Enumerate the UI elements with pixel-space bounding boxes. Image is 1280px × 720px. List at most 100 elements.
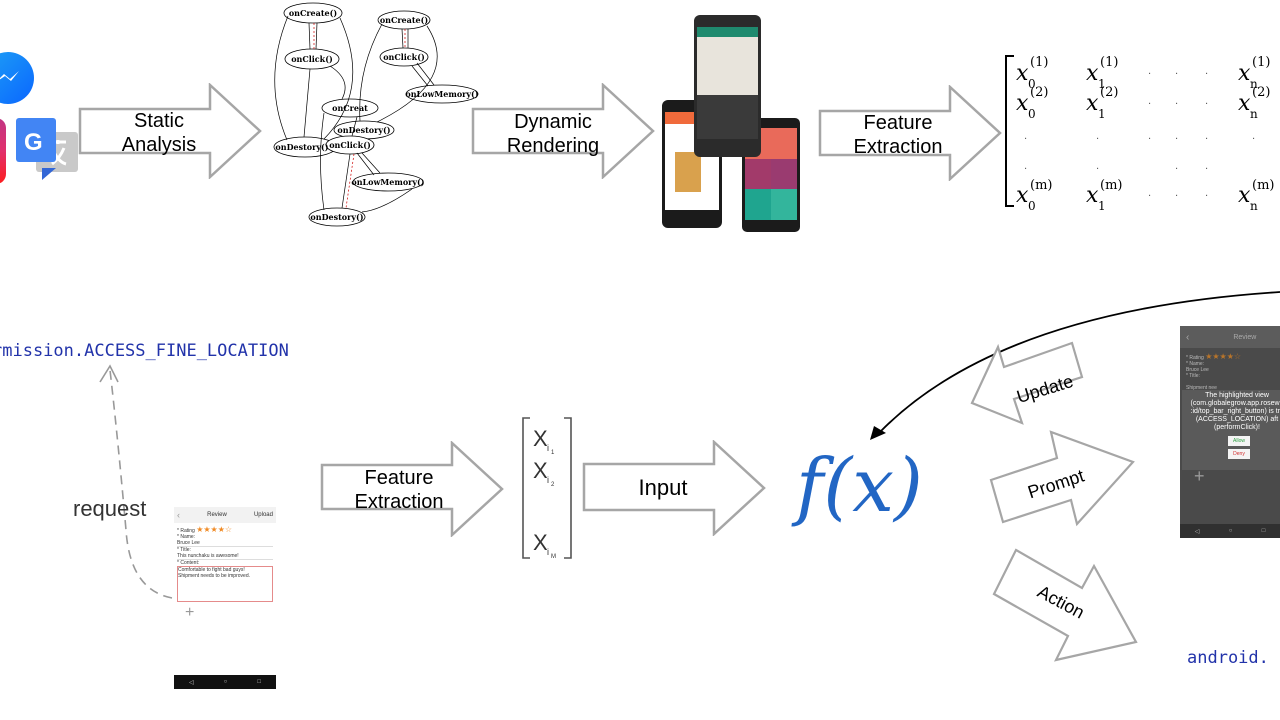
graph-node: onCreate(): [380, 15, 429, 25]
svg-text:x: x: [1086, 61, 1099, 86]
svg-text:·: ·: [1205, 191, 1208, 202]
phone-center: [694, 15, 761, 157]
nav-back-icon[interactable]: ◁: [189, 679, 194, 686]
graph-node: onClick(): [329, 140, 371, 150]
shipment-label: Shipment nee: [1186, 385, 1217, 391]
prompt-screen-title: Review: [1233, 333, 1257, 341]
svg-text:·: ·: [1024, 134, 1027, 145]
title-field[interactable]: This nunchaku is awesome!: [177, 553, 273, 560]
feedback-curve-arrow: [870, 291, 1280, 440]
allow-button[interactable]: Allow: [1228, 436, 1250, 446]
svg-text:x: x: [1086, 183, 1099, 208]
request-dashed-arrow: [99, 364, 173, 599]
svg-text:·: ·: [1205, 69, 1208, 80]
svg-text:n: n: [1250, 107, 1258, 121]
svg-text:·: ·: [1205, 99, 1208, 110]
vector-entry-m: X: [533, 530, 548, 555]
svg-text:·: ·: [1205, 134, 1208, 145]
svg-text:·: ·: [1175, 99, 1178, 110]
review-title: Review: [207, 512, 227, 518]
nav-recent-icon: □: [1261, 528, 1266, 534]
svg-text:·: ·: [1175, 164, 1178, 175]
title-label: * Title:: [1186, 373, 1200, 379]
name-value: Bruce Lee: [1186, 367, 1209, 373]
function-fx: f(x): [796, 436, 923, 536]
call-graph: onCreate() onClick() onDestory() onCreat…: [273, 2, 479, 227]
svg-text:·: ·: [1175, 191, 1178, 202]
svg-text:1: 1: [1098, 107, 1106, 121]
feature-extraction-label-top: Feature Extraction: [853, 112, 943, 158]
deny-button[interactable]: Deny: [1228, 449, 1250, 459]
svg-text:G: G: [24, 129, 43, 156]
google-translate-icon: G: [16, 118, 78, 180]
title-label: * Title:: [177, 547, 191, 553]
svg-text:i: i: [547, 475, 549, 485]
svg-text:·: ·: [1148, 134, 1151, 145]
add-photo-plus-icon[interactable]: +: [185, 604, 195, 621]
vector-entry-1: X: [533, 426, 548, 451]
name-field[interactable]: Bruce Lee: [177, 540, 273, 547]
rating-stars[interactable]: ★★★★☆: [196, 525, 233, 534]
vector-entry-2: X: [533, 458, 548, 483]
permission-dialog: The highlighted view (com.globalegrow.ap…: [1182, 390, 1280, 470]
svg-text:(2): (2): [1252, 85, 1270, 100]
svg-text:·: ·: [1148, 69, 1151, 80]
back-icon[interactable]: ‹: [177, 510, 180, 520]
svg-text:(1): (1): [1252, 55, 1270, 70]
svg-text:·: ·: [1175, 134, 1178, 145]
add-photo-plus-icon: +: [1194, 466, 1205, 486]
svg-text:0: 0: [1028, 77, 1036, 91]
svg-text:x: x: [1016, 183, 1029, 208]
phone-left: [662, 100, 722, 228]
svg-text:(m): (m): [1252, 178, 1274, 193]
svg-text:x: x: [1016, 91, 1029, 116]
rating-label: * Rating: [177, 528, 195, 534]
input-label: Input: [638, 475, 688, 500]
svg-text:·: ·: [1148, 191, 1151, 202]
feature-extraction-arrow-top: [818, 85, 1002, 181]
feature-extraction-label-bottom: Feature Extraction: [354, 467, 444, 513]
nav-home-icon[interactable]: ○: [223, 679, 228, 685]
svg-text:n: n: [1250, 199, 1258, 213]
nav-home-icon: ○: [1228, 528, 1233, 534]
graph-node: onDestory(): [337, 125, 390, 135]
feature-extraction-arrow-bottom: [320, 441, 504, 537]
svg-text:·: ·: [1205, 164, 1208, 175]
svg-text:0: 0: [1028, 199, 1036, 213]
svg-text:n: n: [1250, 77, 1258, 91]
upload-button[interactable]: Upload: [253, 512, 273, 518]
svg-text:1: 1: [551, 450, 555, 456]
graph-node: onLowMemory(): [351, 177, 424, 187]
svg-text:1: 1: [1098, 199, 1106, 213]
nav-bar: ◁○□: [1180, 524, 1280, 538]
nav-recent-icon[interactable]: □: [257, 679, 261, 685]
svg-text:x: x: [1238, 183, 1251, 208]
request-label: request: [73, 496, 147, 521]
svg-text:2: 2: [551, 482, 555, 488]
svg-text:0: 0: [1028, 107, 1036, 121]
svg-text:(1): (1): [1030, 55, 1048, 70]
nav-bar: ◁ ○ □: [174, 675, 276, 689]
dialog-text: The highlighted view (com.globalegrow.ap…: [1190, 392, 1280, 431]
graph-node: onClick(): [383, 52, 425, 62]
svg-text:·: ·: [1148, 99, 1151, 110]
static-analysis-label: Static Analysis: [121, 110, 197, 156]
svg-text:x: x: [1238, 61, 1251, 86]
rating-stars: ★★★★☆: [1205, 352, 1242, 361]
svg-text:i: i: [547, 443, 549, 453]
svg-text:M: M: [551, 554, 556, 560]
graph-node: onDestory(): [275, 142, 328, 152]
instagram-icon: [0, 118, 6, 184]
name-label: * Name:: [1186, 361, 1205, 367]
content-field[interactable]: Comfortable to fight bad guys! Shipment …: [177, 566, 273, 602]
graph-node: onDestory(): [310, 212, 363, 222]
back-icon[interactable]: ‹: [1186, 331, 1190, 343]
svg-text:x: x: [1238, 91, 1251, 116]
graph-node: onClick(): [291, 54, 333, 64]
messenger-icon: [0, 52, 34, 104]
svg-text:·: ·: [1096, 134, 1099, 145]
svg-text:·: ·: [1024, 164, 1027, 175]
svg-text:x: x: [1016, 61, 1029, 86]
